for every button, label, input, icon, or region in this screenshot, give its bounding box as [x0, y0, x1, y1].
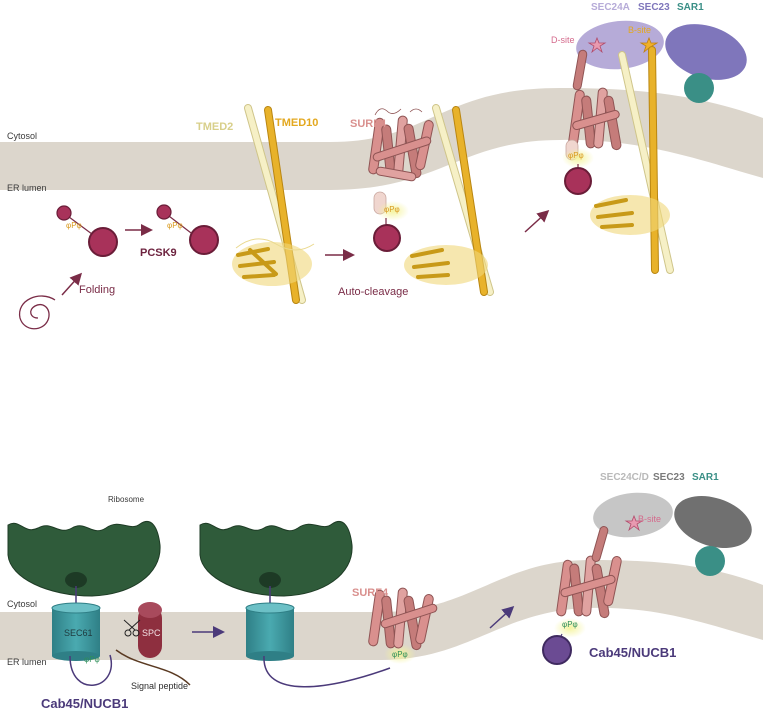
sec61-middle	[245, 602, 295, 661]
folding-arrow	[61, 272, 83, 296]
ribosome-middle	[199, 521, 353, 597]
sec23-top-shape	[665, 24, 747, 80]
motif-label-bottom-3: φPφ	[562, 620, 578, 629]
sec61-label: SEC61	[64, 628, 93, 638]
motif-label-top-2: φPφ	[167, 221, 183, 230]
ribosome-left	[7, 521, 161, 597]
er-lumen-label-top: ER lumen	[7, 183, 47, 193]
top-panel	[0, 20, 763, 330]
auto-cleavage-label: Auto-cleavage	[338, 286, 409, 298]
scissors-icon	[123, 619, 141, 637]
copii-complex-bottom	[542, 492, 752, 665]
pcsk9-precursor	[56, 205, 118, 257]
pcsk9-label: PCSK9	[140, 247, 177, 259]
sec23-bottom-shape	[674, 496, 752, 548]
sar1-top-shape	[684, 73, 714, 103]
ribosome-exit-left	[65, 572, 87, 588]
cab45-label-right: Cab45/NUCB1	[589, 645, 677, 660]
sar1-label-top: SAR1	[677, 2, 704, 13]
signal-peptide-label: Signal peptide	[131, 681, 189, 691]
tmed10-label: TMED10	[275, 117, 319, 129]
step-arrow-3	[524, 209, 550, 233]
sec23-label-top: SEC23	[638, 2, 670, 13]
bottom-arrow-2	[489, 605, 515, 629]
sec24cd-label: SEC24C/D	[600, 472, 649, 483]
spc-label: SPC	[142, 628, 161, 638]
bottom-panel	[0, 492, 763, 688]
motif-label-top-1: φPφ	[66, 221, 82, 230]
tmed2-label: TMED2	[196, 121, 234, 133]
d-site-star	[587, 36, 607, 54]
ribosome-exit-middle	[259, 572, 281, 588]
sec24cd-shape	[593, 492, 673, 538]
copii-complex-top	[562, 20, 747, 274]
motif-label-bottom-2: φPφ	[392, 650, 408, 659]
surf4-complex-bottom-middle	[368, 587, 438, 651]
cytosol-label-bottom: Cytosol	[7, 599, 38, 609]
spc-complex	[138, 602, 162, 658]
cab45-label-left: Cab45/NUCB1	[41, 696, 129, 711]
sec24a-shape	[576, 20, 664, 70]
sar1-bottom-shape	[695, 546, 725, 576]
ribosome-label: Ribosome	[108, 495, 145, 504]
er-lumen-label-bottom: ER lumen	[7, 657, 47, 667]
motif-label-bottom-1: φPφ	[84, 655, 100, 664]
b-site-star-bottom	[624, 514, 644, 532]
folding-label: Folding	[79, 284, 116, 296]
sec24a-label: SEC24A	[591, 2, 630, 13]
b-site-label-bottom: B-site	[638, 514, 662, 524]
motif-label-top-4: φPφ	[568, 151, 584, 160]
pcsk9-folded	[156, 204, 219, 255]
sec61-left	[51, 602, 101, 661]
motif-label-top-3: φPφ	[384, 205, 400, 214]
surf4-label-bottom: SURF4	[352, 587, 389, 599]
unfolded-chain-spiral	[19, 295, 56, 330]
cytosol-label-top: Cytosol	[7, 131, 38, 141]
b-site-label-top: B-site	[628, 25, 652, 35]
tmed-complex-1	[232, 104, 315, 304]
surf4-complex-top-middle	[368, 104, 494, 296]
sar1-label-bottom: SAR1	[692, 472, 719, 483]
d-site-label: D-site	[551, 35, 575, 45]
cab45-protein	[542, 635, 572, 665]
sec23-label-bottom: SEC23	[653, 472, 685, 483]
surf4-label-top: SURF4	[350, 118, 387, 130]
